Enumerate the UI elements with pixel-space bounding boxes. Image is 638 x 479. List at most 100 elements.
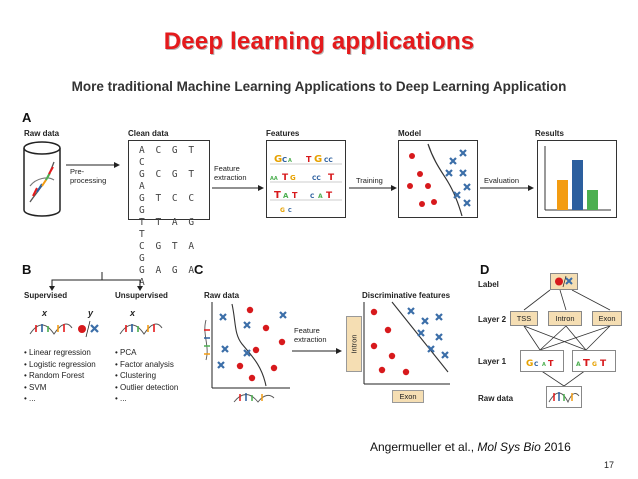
label-row-label: Label	[478, 280, 499, 289]
panel-c-feature-extraction-label: Feature extraction	[294, 326, 327, 344]
network-connections	[523, 289, 611, 387]
exon-axis-tag: Exon	[392, 390, 424, 403]
motif-letter-icon: C	[534, 361, 539, 368]
blue-cross	[441, 351, 449, 359]
motif-letter-icon: G	[314, 154, 322, 165]
layer2-row-label: Layer 2	[478, 315, 507, 324]
list-item: • SVM	[24, 382, 47, 392]
blue-cross	[459, 149, 467, 157]
label-node-symbols	[555, 275, 573, 288]
dna-helix-icon	[29, 161, 55, 203]
preprocessing-label: Pre- processing	[70, 167, 107, 185]
red-point	[378, 366, 386, 374]
stage-raw-data: Raw data	[24, 129, 60, 138]
blue-cross	[407, 307, 415, 315]
panel-b-letter: B	[22, 262, 32, 277]
feature-extraction-label: Feature extraction	[214, 164, 247, 182]
red-point	[402, 368, 410, 376]
list-item: • Outlier detection	[115, 382, 179, 392]
list-item: • Linear regression	[24, 348, 91, 357]
page-number: 17	[604, 460, 615, 470]
raw-data-dna-box	[546, 386, 582, 408]
unsupervised-x: x	[130, 308, 136, 318]
blue-cross	[435, 313, 443, 321]
panel-c-raw-data: Raw data	[204, 291, 240, 300]
layer1-motif-2: A T G T	[572, 350, 616, 372]
blue-cross	[463, 183, 471, 191]
motif-letter-icon: A	[288, 158, 292, 164]
motif-letter-icon: A	[283, 192, 289, 200]
result-bar	[587, 190, 598, 210]
motif-letter-icon: A	[318, 193, 323, 200]
stage-results: Results	[535, 129, 564, 138]
motif-letter-icon: C	[288, 208, 292, 214]
red-point	[252, 346, 260, 354]
node-exon: Exon	[592, 311, 622, 326]
red-point	[407, 183, 413, 189]
result-bar	[557, 180, 568, 210]
blue-cross	[445, 169, 453, 177]
list-item: • Random Forest	[24, 371, 85, 380]
motif-letter-icon: G	[526, 359, 533, 369]
blue-cross	[243, 321, 251, 329]
motif-letter-icon: G	[290, 174, 296, 182]
list-item: • ...	[24, 394, 36, 403]
motif-letter-icon: T	[583, 358, 590, 369]
blue-cross	[427, 345, 435, 353]
red-point	[78, 325, 86, 333]
red-point	[431, 199, 437, 205]
supervised-y: y	[88, 308, 94, 318]
discriminative-features-scatter	[363, 301, 450, 385]
motif-letter-icon: T	[326, 191, 333, 201]
dna-helix-icon	[29, 323, 73, 335]
sequence-row: G C G T A	[139, 169, 197, 192]
supervised-label: Supervised	[24, 291, 68, 300]
motif-letter-icon: T	[282, 173, 289, 183]
motif-letter-icon: T	[306, 155, 312, 164]
discriminative-features-label: Discriminative features	[362, 291, 451, 300]
stage-model: Model	[398, 129, 422, 138]
node-intron: Intron	[548, 311, 582, 326]
red-point	[409, 153, 415, 159]
evaluation-arrow	[480, 185, 534, 191]
clean-data-box: A C G T C G C G T A G T C C G T T A G T …	[128, 140, 210, 288]
motif-letter-icon: CC	[312, 175, 321, 182]
feature-extraction-arrow	[212, 185, 264, 191]
panel-c-feature-arrow	[292, 348, 342, 354]
red-point	[246, 306, 254, 314]
motif-letter-icon: G	[280, 207, 285, 214]
blue-cross	[421, 317, 429, 325]
red-point	[370, 308, 378, 316]
list-item: • Logistic regression	[24, 359, 96, 369]
red-point	[384, 326, 392, 334]
raw-data-row-label: Raw data	[478, 394, 514, 403]
dna-helix-icon	[548, 392, 580, 404]
motif-letter-icon: C	[310, 193, 315, 200]
citation-authors: Angermueller et al.,	[370, 440, 478, 454]
list-item: • PCA	[115, 348, 137, 357]
slide-subtitle: More traditional Machine Learning Applic…	[71, 79, 567, 94]
label-node	[550, 273, 578, 290]
motif-letter-icon: T	[292, 191, 298, 200]
motif-letter-icon: G	[592, 361, 597, 368]
motif-letter-icon: G	[274, 154, 282, 165]
list-item: • Factor analysis	[115, 359, 174, 369]
sequence-row: A C G T C	[139, 145, 197, 168]
blue-cross	[243, 349, 251, 357]
database-cylinder-icon	[23, 141, 61, 217]
dna-helix-icon	[119, 323, 163, 335]
blue-cross	[449, 157, 457, 165]
motif-letter-icon: C	[282, 156, 287, 164]
panel-d-letter: D	[480, 262, 490, 277]
training-arrow	[349, 185, 397, 191]
red-point	[419, 201, 425, 207]
blue-cross	[90, 324, 99, 333]
intron-axis-label: Intron	[349, 334, 359, 354]
stage-features: Features	[266, 129, 300, 138]
list-item: • ...	[115, 394, 127, 403]
blue-cross	[221, 345, 229, 353]
panel-b-examples	[29, 320, 163, 338]
blue-cross	[459, 169, 467, 177]
red-point	[236, 362, 244, 370]
sequence-row: G A G A A	[139, 265, 197, 288]
